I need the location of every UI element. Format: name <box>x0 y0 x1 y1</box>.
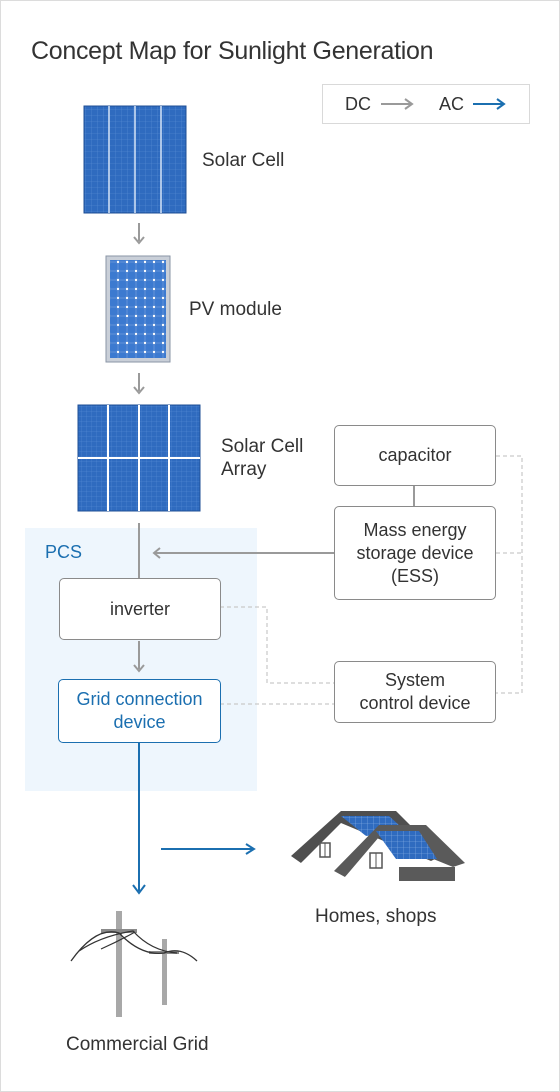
ess-label-line3: (ESS) <box>390 565 439 586</box>
pcs-label: PCS <box>45 542 83 562</box>
ess-label-line1: Mass energy <box>363 519 467 540</box>
legend-ac-label: AC <box>439 94 465 114</box>
system-control-label-line2: control device <box>359 693 471 713</box>
dc-arrow-ess-to-pcs <box>152 547 335 559</box>
commercial-grid-poles-icon <box>70 911 198 1017</box>
legend-ac-arrow <box>473 98 506 110</box>
control-dashed-lines <box>220 455 523 705</box>
capacitor-label: capacitor <box>378 445 452 465</box>
solar-array-label-line2: Array <box>221 459 267 480</box>
grid-connection-box: Grid connection device <box>58 679 221 743</box>
capacitor-box: capacitor <box>334 425 496 486</box>
ac-arrow-to-homes <box>161 843 256 855</box>
ac-arrow-to-commercial-grid <box>132 743 146 895</box>
commercial-grid-label: Commercial Grid <box>66 1034 209 1055</box>
homes-label: Homes, shops <box>315 906 437 927</box>
page-title: Concept Map for Sunlight Generation <box>31 37 434 65</box>
solar-array-label: Solar Cell Array <box>221 435 303 481</box>
pcs-region <box>25 528 257 791</box>
solar-array-image <box>77 404 201 512</box>
ess-box: Mass energy storage device (ESS) <box>334 506 496 600</box>
system-control-box: System control device <box>334 661 496 723</box>
inverter-box: inverter <box>59 578 221 640</box>
grid-connection-label-line1: Grid connection <box>76 689 203 709</box>
pv-module-image <box>105 255 171 363</box>
solar-cell-image <box>83 105 187 214</box>
dc-arrow-inverter-to-grid <box>133 641 145 673</box>
solar-array-label-line1: Solar Cell <box>221 436 304 457</box>
dc-arrow-module-to-array <box>133 373 145 395</box>
legend-dc-label: DC <box>345 94 371 114</box>
system-control-label-line1: System <box>384 670 445 690</box>
solar-cell-label: Solar Cell <box>202 150 285 171</box>
inverter-label: inverter <box>109 598 171 619</box>
homes-icon <box>291 811 465 881</box>
grid-connection-label-line2: device <box>113 712 166 732</box>
pv-module-label: PV module <box>189 299 282 320</box>
dc-arrow-cell-to-module <box>133 223 145 245</box>
ess-label-line2: storage device <box>356 542 474 563</box>
legend-dc-arrow <box>381 98 414 110</box>
